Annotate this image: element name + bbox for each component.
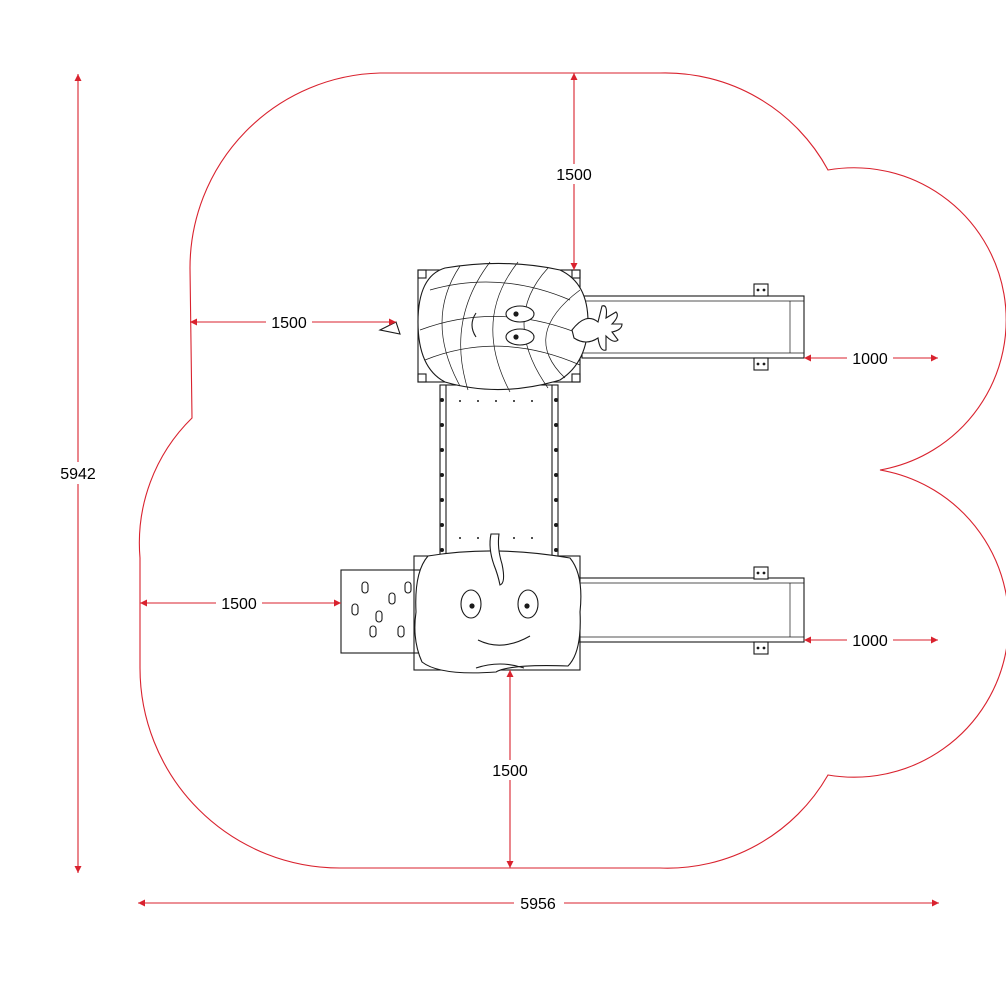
dim-right-upper-clearance: 1000 <box>852 351 888 368</box>
dimension-lines: 5942 5956 1500 1500 1500 1500 1000 1000 <box>52 73 939 913</box>
lower-slide <box>577 566 805 655</box>
apple-tower <box>413 533 582 674</box>
dim-overall-height: 5942 <box>60 466 96 483</box>
dim-right-lower-clearance: 1000 <box>852 633 888 650</box>
safety-zone-outline <box>138 72 1006 869</box>
dim-left-lower-clearance: 1500 <box>221 596 257 613</box>
connecting-bridge <box>439 384 559 561</box>
dim-top-clearance: 1500 <box>556 167 592 184</box>
dim-left-upper-clearance: 1500 <box>271 315 307 332</box>
pineapple-tower <box>378 261 623 393</box>
climbing-wall-panel <box>340 569 422 654</box>
dim-bottom-clearance: 1500 <box>492 763 528 780</box>
dim-overall-width: 5956 <box>520 896 556 913</box>
equipment-structure <box>340 261 805 674</box>
